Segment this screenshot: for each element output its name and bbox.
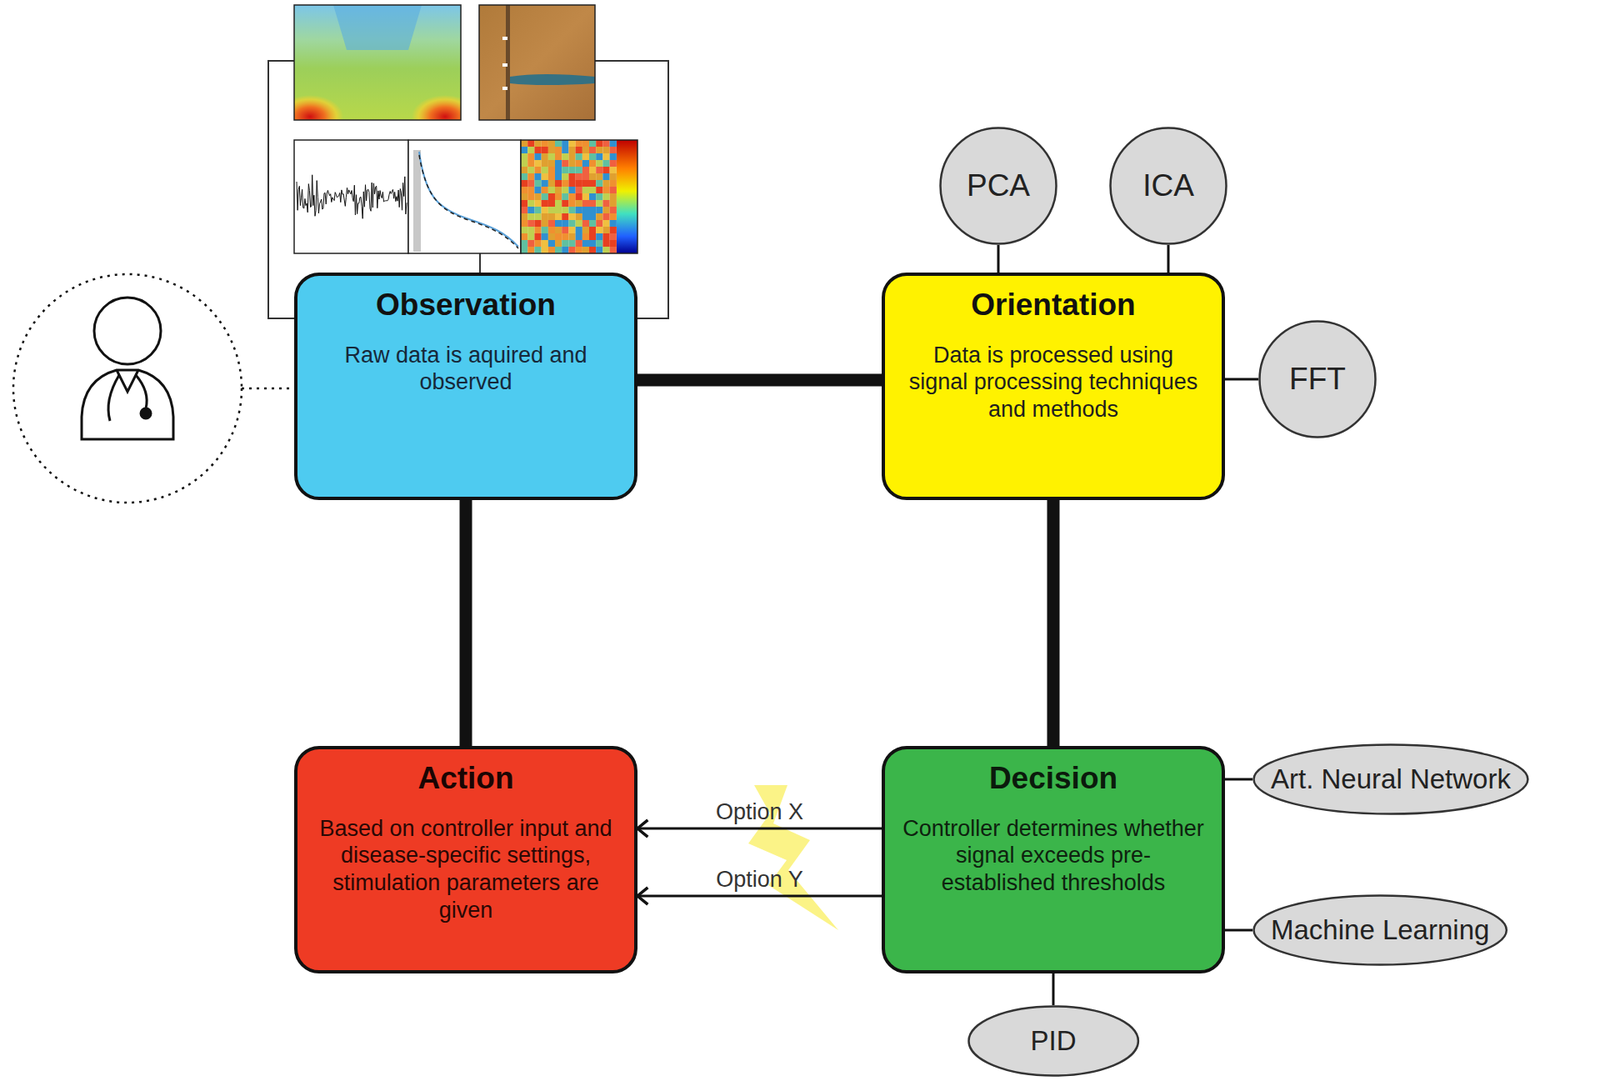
connector-line: [1225, 379, 1259, 380]
controller-ellipse: PID: [967, 1005, 1140, 1077]
box-body: Based on controller input and disease-sp…: [303, 815, 629, 925]
connector-line: [1168, 245, 1170, 273]
thick-connector: [465, 500, 467, 746]
controller-ellipse: Machine Learning: [1252, 894, 1508, 966]
imaging-panel: [479, 5, 595, 120]
thick-connector: [637, 380, 882, 381]
box-heading: Observation: [375, 287, 556, 324]
controller-ellipse: Art. Neural Network: [1252, 743, 1530, 815]
decay-curve-panel: [408, 140, 521, 254]
method-circle: ICA: [1109, 126, 1228, 245]
edge-label: Option Y: [715, 866, 804, 893]
thick-connector: [1053, 500, 1055, 746]
decision-box: DecisionController determines whether si…: [881, 745, 1225, 974]
connector-line: [1052, 973, 1054, 1005]
controller-label: PID: [1030, 1025, 1076, 1057]
box-body: Raw data is aquired and observed: [340, 341, 591, 397]
connector-line: [1225, 930, 1253, 931]
box-heading: Action: [417, 760, 514, 797]
box-heading: Orientation: [970, 287, 1135, 324]
box-heading: Decision: [989, 760, 1118, 797]
method-circle: PCA: [939, 126, 1058, 245]
controller-label: Art. Neural Network: [1270, 763, 1511, 795]
box-body: Data is processed using signal processin…: [903, 341, 1204, 425]
method-label: FFT: [1289, 361, 1346, 397]
heatmap-panel: [294, 5, 461, 120]
signal-trace-panel: [294, 140, 409, 254]
colormap-panel: [520, 140, 638, 254]
action-box: ActionBased on controller input and dise…: [294, 745, 638, 974]
controller-label: Machine Learning: [1270, 914, 1490, 946]
orientation-box: OrientationData is processed using signa…: [881, 272, 1225, 500]
clinician-icon: [13, 274, 295, 503]
connector-line: [1225, 779, 1253, 780]
box-body: Controller determines whether signal exc…: [899, 815, 1208, 898]
method-circle: FFT: [1258, 320, 1377, 439]
edge-label: Option X: [715, 799, 804, 825]
method-label: ICA: [1142, 168, 1195, 204]
connector-line: [998, 245, 1000, 273]
observation-box: ObservationRaw data is aquired and obser…: [294, 272, 638, 500]
method-label: PCA: [966, 168, 1030, 204]
